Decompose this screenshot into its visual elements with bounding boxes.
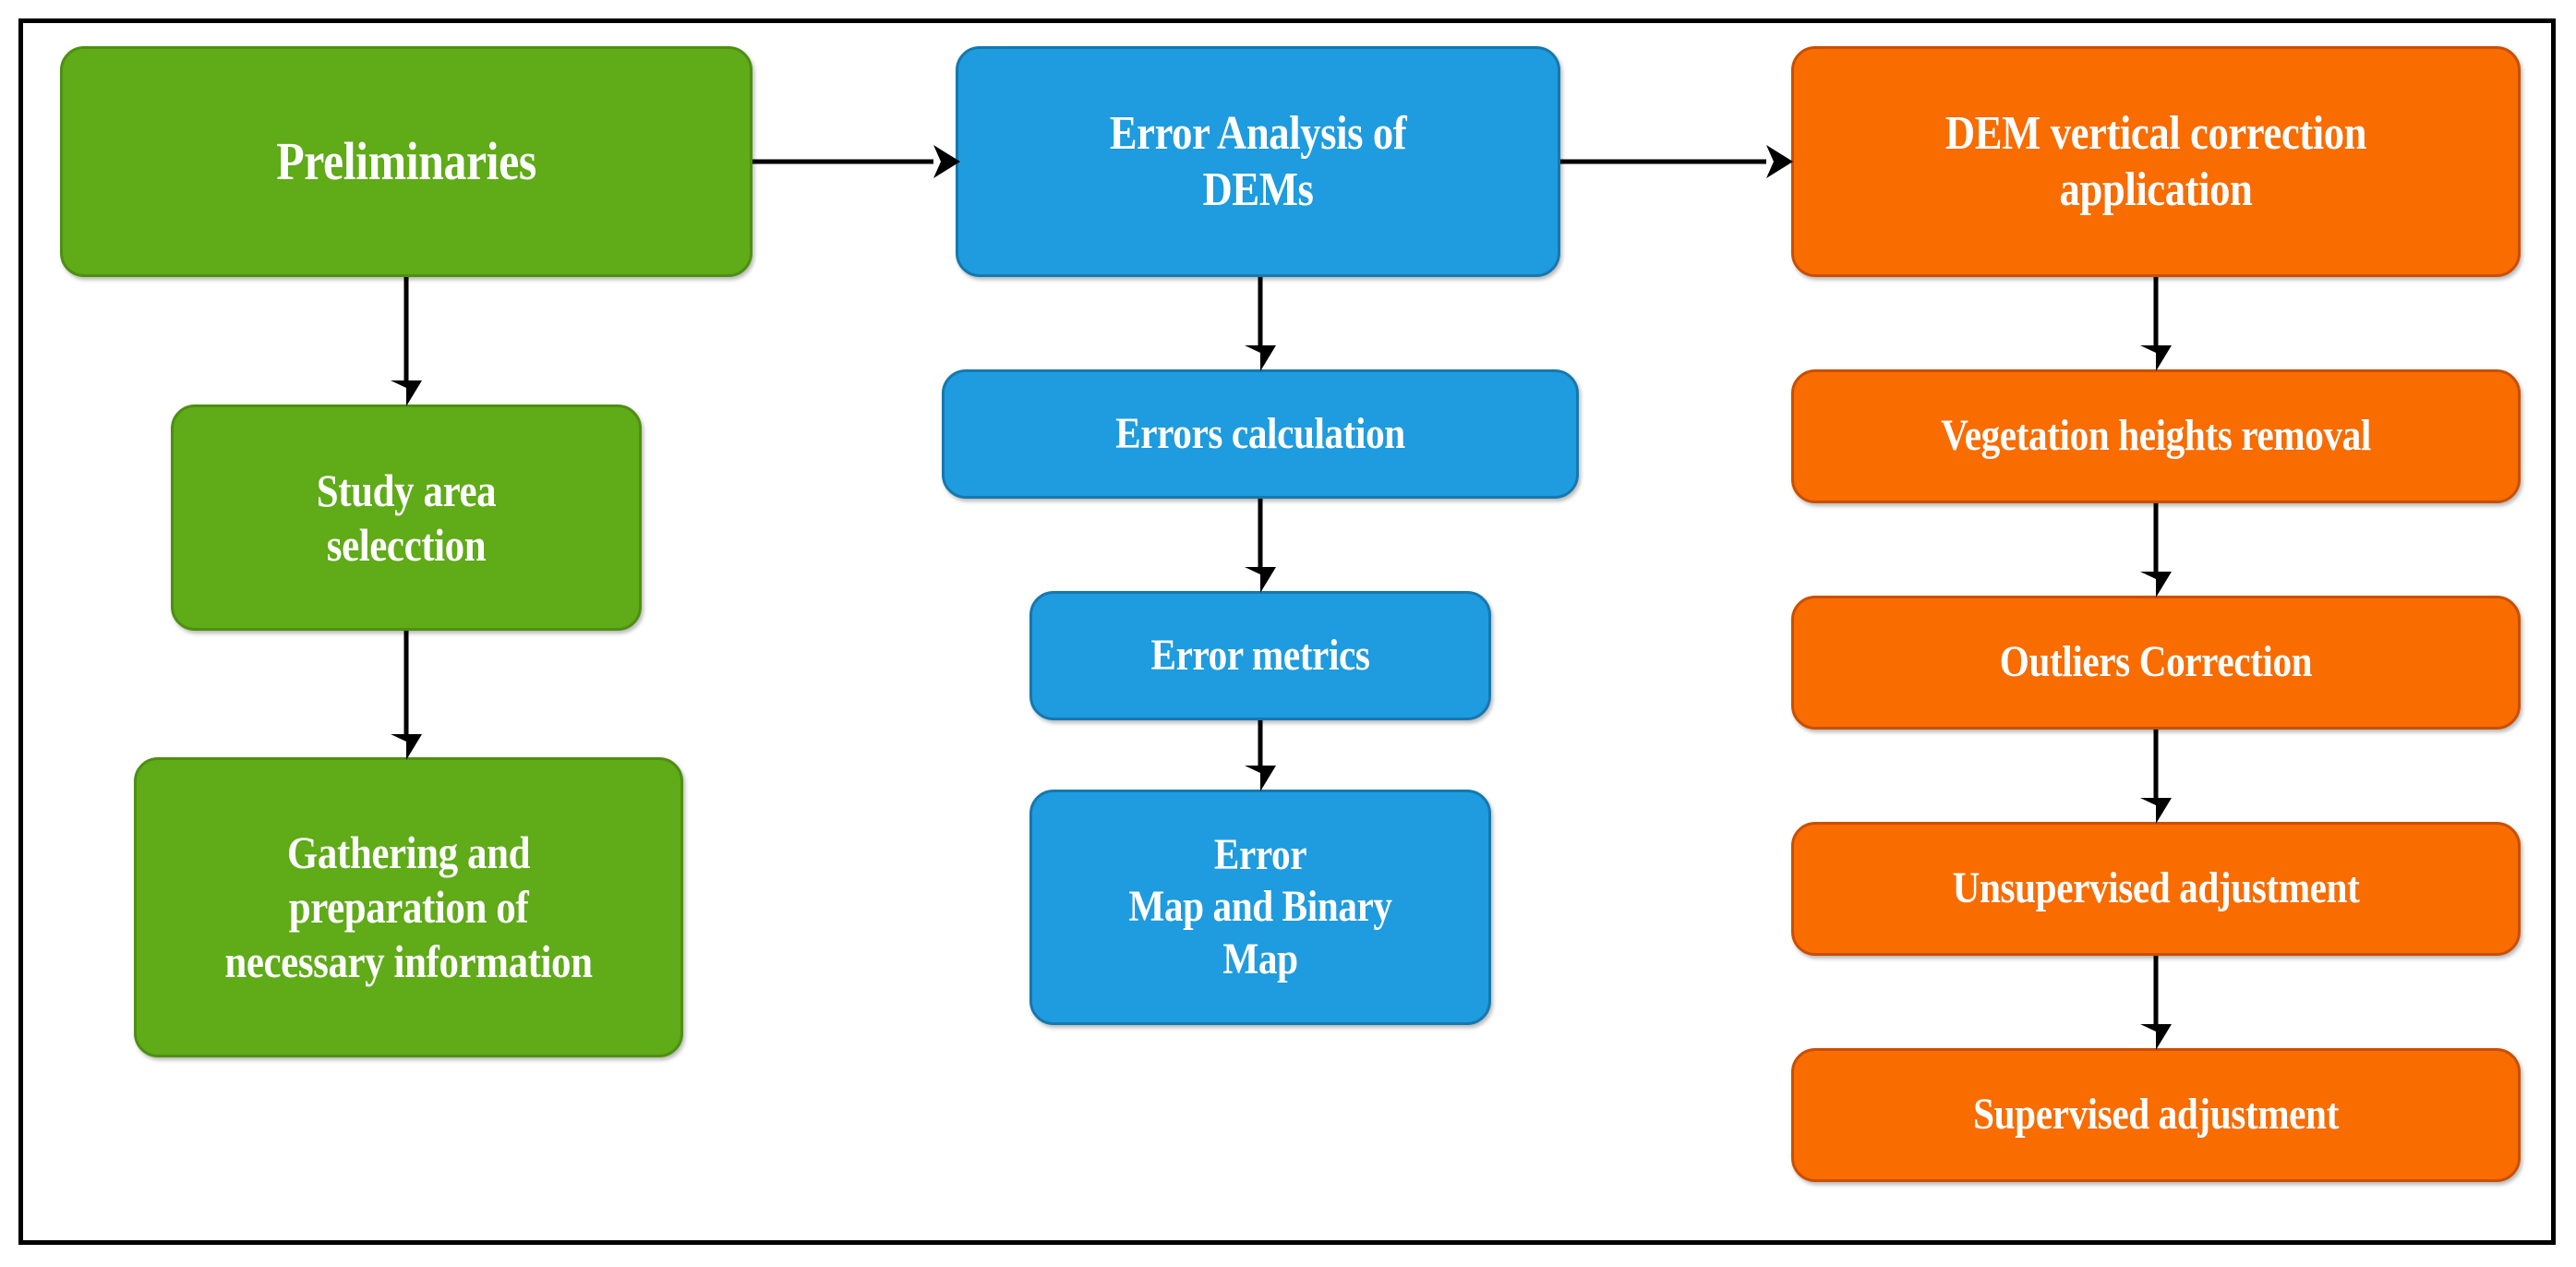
node-errors-calculation[interactable]: Errors calculation <box>942 369 1579 499</box>
node-vegetation-heights-removal-label: Vegetation heights removal <box>1941 411 2371 461</box>
connector-outliers-to-unsupervised <box>2137 730 2174 824</box>
connector-errors-calculation-to-error-metrics <box>1242 499 1279 593</box>
node-study-area-selection-label: Study area selecction <box>316 464 497 571</box>
node-error-analysis-of-dems[interactable]: Error Analysis of DEMs <box>956 46 1560 277</box>
connector-error-metrics-to-error-map <box>1242 720 1279 791</box>
node-outliers-correction[interactable]: Outliers Correction <box>1791 596 2521 730</box>
node-unsupervised-adjustment-label: Unsupervised adjustment <box>1952 863 2360 913</box>
node-supervised-adjustment-label: Supervised adjustment <box>1973 1090 2339 1140</box>
connector-preliminaries-to-error-analysis <box>752 143 960 180</box>
node-outliers-correction-label: Outliers Correction <box>1999 637 2313 687</box>
node-vegetation-heights-removal[interactable]: Vegetation heights removal <box>1791 369 2521 503</box>
node-errors-calculation-label: Errors calculation <box>1115 408 1405 458</box>
node-preliminaries-label: Preliminaries <box>276 130 536 191</box>
connector-error-analysis-to-dem-correction <box>1560 143 1793 180</box>
node-gathering-preparation-label: Gathering and preparation of necessary i… <box>224 827 593 987</box>
node-error-metrics[interactable]: Error metrics <box>1029 591 1491 720</box>
connector-vegetation-removal-to-outliers <box>2137 503 2174 597</box>
connector-dem-correction-to-vegetation-removal <box>2137 277 2174 371</box>
node-error-map-binary-map-label: Error Map and Binary Map <box>1128 829 1392 983</box>
node-dem-vertical-correction-application[interactable]: DEM vertical correction application <box>1791 46 2521 277</box>
connector-preliminaries-to-study-area <box>388 277 425 406</box>
node-gathering-preparation[interactable]: Gathering and preparation of necessary i… <box>134 757 683 1057</box>
node-error-analysis-of-dems-label: Error Analysis of DEMs <box>1109 106 1407 216</box>
node-dem-vertical-correction-application-label: DEM vertical correction application <box>1944 106 2367 216</box>
node-study-area-selection[interactable]: Study area selecction <box>171 404 642 631</box>
connector-study-area-to-gathering <box>388 631 425 760</box>
node-supervised-adjustment[interactable]: Supervised adjustment <box>1791 1048 2521 1182</box>
connector-unsupervised-to-supervised <box>2137 956 2174 1050</box>
node-error-map-binary-map[interactable]: Error Map and Binary Map <box>1029 790 1491 1025</box>
node-unsupervised-adjustment[interactable]: Unsupervised adjustment <box>1791 822 2521 956</box>
connector-error-analysis-to-errors-calculation <box>1242 277 1279 371</box>
node-error-metrics-label: Error metrics <box>1150 630 1370 680</box>
node-preliminaries[interactable]: Preliminaries <box>60 46 752 277</box>
